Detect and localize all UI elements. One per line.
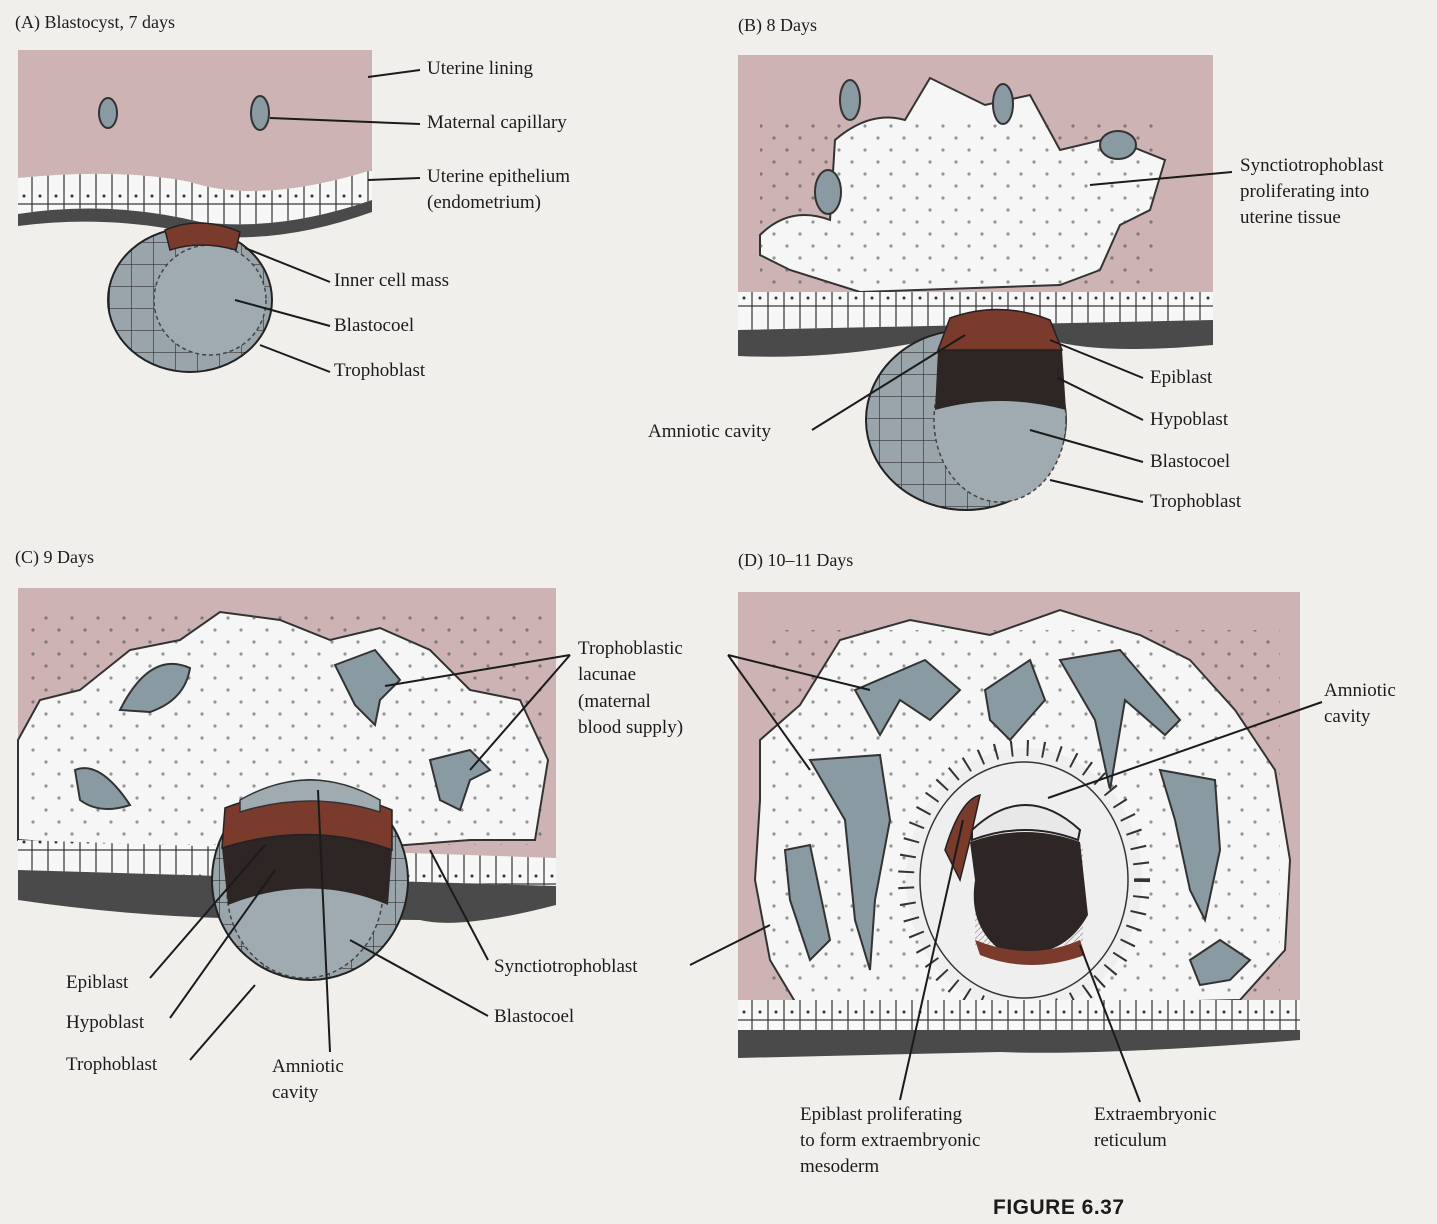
- label-endometrium: (endometrium): [427, 190, 541, 216]
- label-amniotic-c: Amniotic: [272, 1054, 344, 1080]
- label-cavity-c: cavity: [272, 1080, 318, 1106]
- label-synctiotrophoblast-b: Synctiotrophoblast: [1240, 153, 1384, 179]
- label-trophoblast-c: Trophoblast: [66, 1052, 157, 1078]
- label-blastocoel-b: Blastocoel: [1150, 449, 1230, 475]
- label-blood-supply: blood supply): [578, 715, 683, 741]
- hypoblast-b: [935, 350, 1066, 410]
- panel-b-title: (B) 8 Days: [738, 15, 817, 36]
- label-hypoblast-b: Hypoblast: [1150, 407, 1228, 433]
- label-mesoderm: mesoderm: [800, 1154, 879, 1180]
- label-synctiotrophoblast-c: Synctiotrophoblast: [494, 954, 638, 980]
- uterine-epithelium-d: [738, 1000, 1300, 1030]
- label-blastocoel-a: Blastocoel: [334, 313, 414, 339]
- panel-c-title: (C) 9 Days: [15, 547, 94, 568]
- maternal-capillary-a1: [99, 98, 117, 128]
- label-lacunae: lacunae: [578, 662, 636, 688]
- panel-a-title: (A) Blastocyst, 7 days: [15, 12, 175, 33]
- label-hypoblast-c: Hypoblast: [66, 1010, 144, 1036]
- label-extraembryonic: Extraembryonic: [1094, 1102, 1216, 1128]
- label-uterine-tissue: uterine tissue: [1240, 205, 1341, 231]
- label-trophoblast-b: Trophoblast: [1150, 489, 1241, 515]
- label-epiblast-proliferating: Epiblast proliferating: [800, 1102, 962, 1128]
- panel-d-drawing: [738, 592, 1300, 1058]
- blastocoel-a: [154, 245, 266, 355]
- label-proliferating-into: proliferating into: [1240, 179, 1369, 205]
- label-uterine-epithelium: Uterine epithelium: [427, 164, 570, 190]
- label-blastocoel-c: Blastocoel: [494, 1004, 574, 1030]
- label-inner-cell-mass: Inner cell mass: [334, 268, 449, 294]
- panel-c-drawing: [18, 588, 556, 980]
- label-amniotic-cavity-b: Amniotic cavity: [648, 419, 771, 445]
- maternal-capillary-a2: [251, 96, 269, 130]
- label-trophoblastic: Trophoblastic: [578, 636, 683, 662]
- label-epiblast-c: Epiblast: [66, 970, 128, 996]
- panel-d-title: (D) 10–11 Days: [738, 550, 853, 571]
- label-amniotic-d: Amniotic: [1324, 678, 1396, 704]
- label-epiblast-b: Epiblast: [1150, 365, 1212, 391]
- label-maternal-capillary: Maternal capillary: [427, 110, 567, 136]
- label-to-form-extraembryonic: to form extraembryonic: [800, 1128, 980, 1154]
- panel-b-drawing: [738, 55, 1213, 510]
- label-maternal: (maternal: [578, 689, 651, 715]
- label-uterine-lining: Uterine lining: [427, 56, 533, 82]
- label-cavity-d: cavity: [1324, 704, 1370, 730]
- label-trophoblast-a: Trophoblast: [334, 358, 425, 384]
- label-reticulum: reticulum: [1094, 1128, 1167, 1154]
- figure-label: FIGURE 6.37: [993, 1196, 1125, 1220]
